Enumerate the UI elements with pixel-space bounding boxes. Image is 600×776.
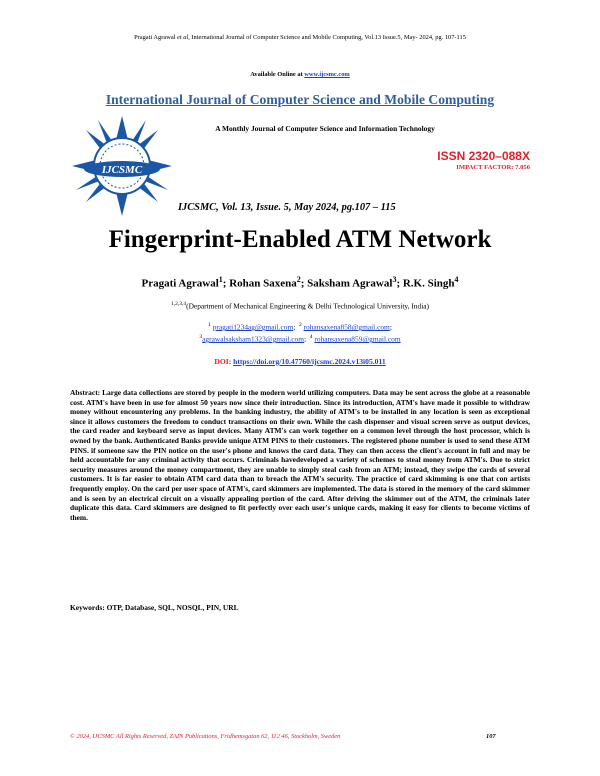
abstract: Abstract: Large data collections are sto… [70, 388, 530, 522]
journal-website-link[interactable]: www.ijcsmc.com [304, 71, 350, 78]
page-number: 107 [486, 733, 496, 740]
available-online: Available Online at www.ijcsmc.com [250, 71, 350, 78]
author-affiliation-number: 1 [218, 275, 223, 284]
journal-name: International Journal of Computer Scienc… [105, 92, 495, 107]
email-link-1[interactable]: pragati1234ag@gmail.com [212, 322, 294, 332]
author-name: Rohan Saxena [229, 277, 297, 290]
email-link-3[interactable]: agrawalsaksham1323@gmail.com [202, 334, 304, 344]
issn: ISSN 2320–088X [437, 149, 530, 163]
logo-text: IJCSMC [101, 164, 143, 176]
author-list: Pragati Agrawal1; Rohan Saxena2; Saksham… [0, 275, 600, 290]
author-affiliation-number: 3 [392, 275, 397, 284]
doi-link[interactable]: https://doi.org/10.47760/ijcsmc.2024.v13… [233, 357, 386, 366]
impact-factor: IMPACT FACTOR: 7.056 [456, 164, 530, 171]
email-link-4[interactable]: rohansaxena859@gmail.com [314, 334, 401, 344]
affiliation: 1,2,3,4(Department of Mechanical Enginee… [170, 301, 429, 311]
author-separator: ; [222, 277, 230, 290]
footer-copyright: © 2024, IJCSMC All Rights Reserved, ZAIN… [70, 733, 341, 740]
citation-line: IJCSMC, Vol. 13, Issue. 5, May 2024, pg.… [178, 202, 396, 213]
author-affiliation-number: 4 [454, 275, 459, 284]
email-link-2[interactable]: rohansaxena858@gmail.com [303, 322, 390, 332]
email-line-1: 1 pragati1234ag@gmail.com; 2 rohansaxena… [208, 322, 392, 332]
author-separator: ; [300, 277, 308, 290]
doi: DOI: https://doi.org/10.47760/ijcsmc.202… [214, 357, 386, 366]
email-line-2: 3agrawalsaksham1323@gmail.com; 4 rohansa… [199, 334, 401, 344]
ijcsmc-logo-icon: IJCSMC [72, 116, 172, 216]
author-affiliation-number: 2 [296, 275, 301, 284]
running-head: Pragati Agrawal et al, International Jou… [134, 34, 466, 41]
journal-subtitle: A Monthly Journal of Computer Science an… [215, 124, 435, 133]
author-name: R.K. Singh [402, 277, 455, 290]
author-separator: ; [396, 277, 403, 290]
article-title: Fingerprint-Enabled ATM Network [108, 226, 492, 253]
keywords: Keywords: OTP, Database, SQL, NOSQL, PIN… [70, 603, 239, 612]
author-name: Saksham Agrawal [307, 277, 393, 290]
author-name: Pragati Agrawal [141, 277, 219, 290]
